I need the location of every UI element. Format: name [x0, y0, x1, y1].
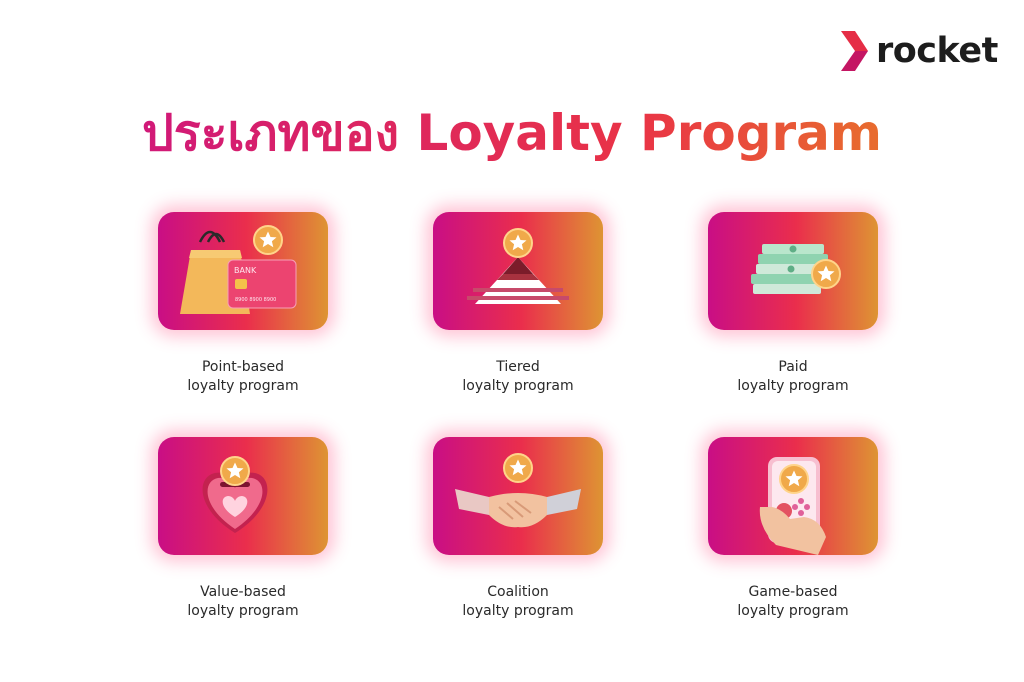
phone-game-icon: [759, 457, 826, 555]
label-line2: loyalty program: [462, 603, 574, 619]
card-point-based: BANK 8900 8900 8900: [158, 212, 328, 330]
star-badge-icon: [779, 464, 809, 494]
card-value-based: [158, 437, 328, 555]
label-line2: loyalty program: [737, 378, 849, 394]
brand-name: rocket: [876, 31, 998, 71]
label-line1: Tiered: [496, 359, 540, 375]
card-bank-text: BANK: [234, 266, 257, 275]
label-paid: Paid loyalty program: [693, 358, 893, 396]
label-tiered: Tiered loyalty program: [418, 358, 618, 396]
label-line2: loyalty program: [737, 603, 849, 619]
page-title: ประเภทของ Loyalty Program: [0, 102, 1024, 164]
pyramid-icon: [467, 228, 569, 304]
label-coalition: Coalition loyalty program: [418, 583, 618, 621]
card-number-text: 8900 8900 8900: [235, 297, 276, 303]
label-line2: loyalty program: [187, 603, 299, 619]
label-line1: Game-based: [748, 584, 838, 600]
shopping-bag-credit-card-icon: BANK 8900 8900 8900: [180, 225, 297, 314]
label-value-based: Value-based loyalty program: [143, 583, 343, 621]
cash-stack-icon: [751, 244, 841, 294]
card-game-based: [708, 437, 878, 555]
brand-logo: rocket: [838, 28, 998, 74]
card-coalition: [433, 437, 603, 555]
label-game-based: Game-based loyalty program: [693, 583, 893, 621]
label-line2: loyalty program: [187, 378, 299, 394]
label-line2: loyalty program: [462, 378, 574, 394]
label-line1: Coalition: [487, 584, 549, 600]
star-badge-icon: [811, 259, 841, 289]
label-line1: Point-based: [201, 359, 285, 375]
star-badge-icon: [253, 225, 283, 255]
rocket-logo-icon: [841, 31, 868, 71]
star-badge-icon: [503, 453, 533, 483]
label-line1: Value-based: [200, 584, 286, 600]
star-badge-icon: [503, 228, 533, 258]
label-line1: Paid: [778, 359, 808, 375]
heart-icon: [202, 456, 268, 533]
card-tiered: [433, 212, 603, 330]
handshake-icon: [455, 453, 581, 528]
label-point-based: Point-based loyalty program: [143, 358, 343, 396]
card-paid: [708, 212, 878, 330]
star-badge-icon: [220, 456, 250, 486]
